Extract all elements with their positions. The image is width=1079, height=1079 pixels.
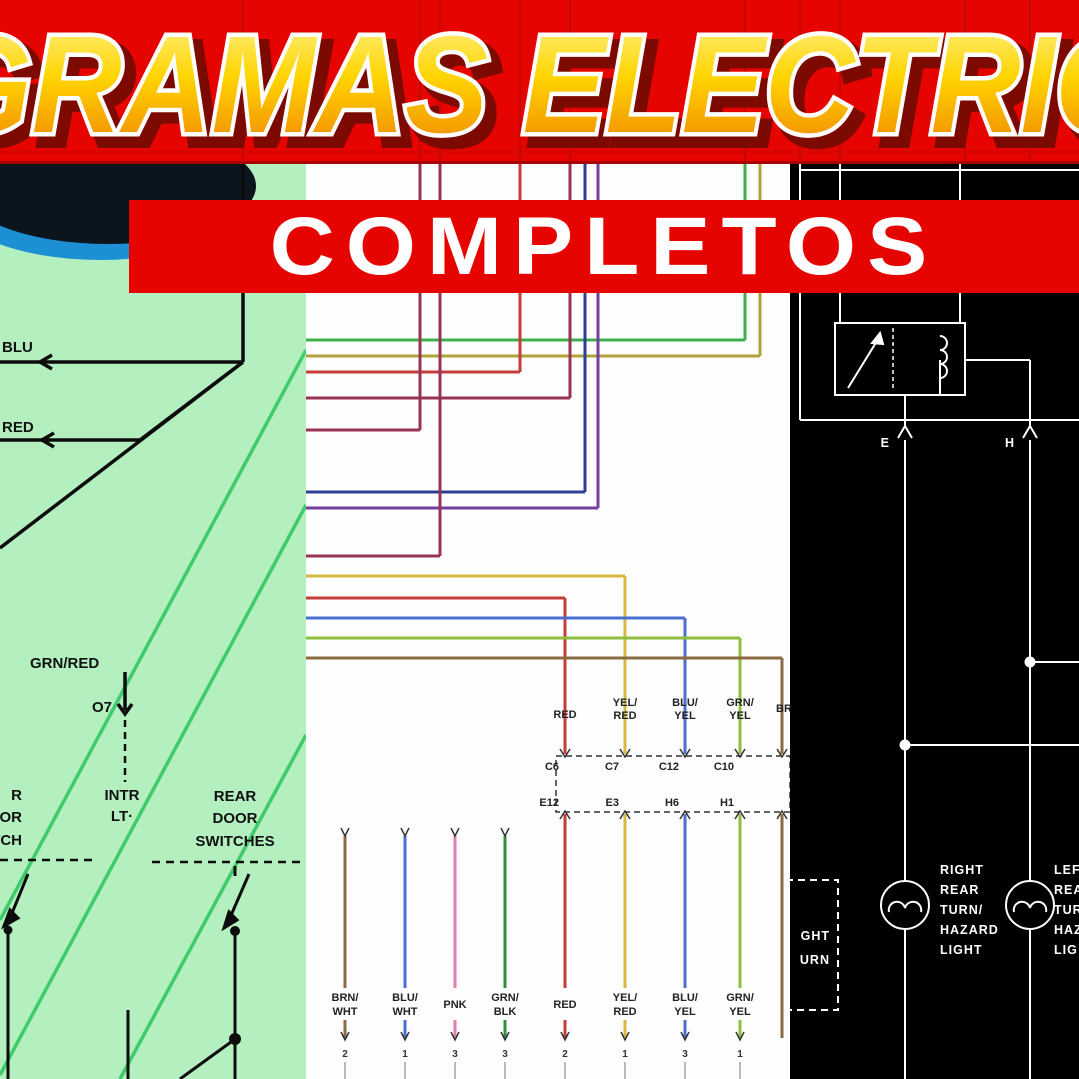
right-lamp-label-4: HAZARD xyxy=(940,923,999,937)
mid-wire-label-red: RED xyxy=(553,709,576,721)
left-lamp-label-3: TUR xyxy=(1054,903,1079,917)
subtitle-text: COMPLETOS xyxy=(269,200,939,292)
intr-lt-label-2: LT· xyxy=(111,808,133,825)
left-lamp-label-1: LEF xyxy=(1054,863,1079,877)
conn-label-e12: E12 xyxy=(539,797,559,809)
pin-number-4: 3 xyxy=(502,1049,508,1060)
pin-number-1: 2 xyxy=(342,1049,348,1060)
bottom-label-grnblk-2: BLK xyxy=(494,1006,517,1018)
bottom-label-brnwht-2: WHT xyxy=(332,1006,357,1018)
wire-label-blu: BLU xyxy=(2,339,33,356)
conn-label-e3: E3 xyxy=(606,797,619,809)
bottom-label-grnyel-1: GRN/ xyxy=(726,992,754,1004)
pin-label-e: E xyxy=(881,436,890,450)
dashed-box-label-2: URN xyxy=(800,953,830,967)
pin-label-o7: O7 xyxy=(92,699,112,716)
intr-lt-label-1: INTR xyxy=(105,787,140,804)
mid-wire-label-bluyel-1: BLU/ xyxy=(672,697,698,709)
middle-diagram-panel: RED YEL/ RED BLU/ YEL GRN/ YEL BR C6 C7 … xyxy=(306,0,790,1079)
cropped-dashed-box xyxy=(790,879,839,1011)
bottom-label-brnwht-1: BRN/ xyxy=(332,992,359,1004)
mid-wire-label-yelred-2: RED xyxy=(613,710,636,722)
bottom-label-yelred-2: RED xyxy=(613,1006,636,1018)
pin-label-h: H xyxy=(1005,436,1015,450)
bottom-label-pnk: PNK xyxy=(443,999,466,1011)
middle-diagram-art: RED YEL/ RED BLU/ YEL GRN/ YEL BR C6 C7 … xyxy=(306,163,790,1079)
pin-number-2: 1 xyxy=(402,1049,408,1060)
left-lamp-label-2: REA xyxy=(1054,883,1079,897)
door-switch-icons xyxy=(1,866,251,1079)
conn-label-c6: C6 xyxy=(545,761,559,773)
bottom-label-grnblk-1: GRN/ xyxy=(491,992,519,1004)
rear-door-label-1: REAR xyxy=(214,788,257,805)
turn-lamp-icons xyxy=(880,880,1055,1079)
right-diagram-art: E H RIGHT REAR TURN/ HAZARD LIGHT LEF RE… xyxy=(790,163,1079,1079)
pin-number-6: 1 xyxy=(622,1049,628,1060)
left-lamp-label-4: HAZ xyxy=(1054,923,1079,937)
bottom-label-backs xyxy=(325,988,760,1020)
connector-box xyxy=(340,748,790,1079)
pin-number-7: 3 xyxy=(682,1049,688,1060)
right-lamp-label-1: RIGHT xyxy=(940,863,984,877)
conn-label-c12: C12 xyxy=(659,761,679,773)
lamp-circuit-wires xyxy=(897,359,1079,881)
bottom-label-bluyel-1: BLU/ xyxy=(672,992,698,1004)
cropped-label-1: R xyxy=(11,787,22,804)
bottom-label-bluwht-1: BLU/ xyxy=(392,992,418,1004)
pin-number-3: 3 xyxy=(452,1049,458,1060)
conn-label-h1: H1 xyxy=(720,797,734,809)
pin-number-5: 2 xyxy=(562,1049,568,1060)
right-lamp-label-5: LIGHT xyxy=(940,943,983,957)
bottom-label-yelred-1: YEL/ xyxy=(613,992,637,1004)
right-lamp-label-3: TURN/ xyxy=(940,903,983,917)
bottom-label-grnyel-2: YEL xyxy=(729,1006,751,1018)
right-lamp-label-2: REAR xyxy=(940,883,979,897)
conn-label-c7: C7 xyxy=(605,761,619,773)
dashed-box-label-1: GHT xyxy=(801,929,830,943)
left-lamp-label-5: LIG xyxy=(1054,943,1078,957)
mid-wire-label-grnyel-2: YEL xyxy=(729,710,751,722)
rear-door-label-3: SWITCHES xyxy=(195,833,274,850)
conn-label-h6: H6 xyxy=(665,797,679,809)
cropped-label-2: OR xyxy=(0,809,22,826)
green-diagonal-wires xyxy=(0,349,306,1079)
bottom-label-red: RED xyxy=(553,999,576,1011)
cropped-label-3: TCH xyxy=(0,832,22,849)
mid-wire-label-yelred-1: YEL/ xyxy=(613,697,637,709)
mid-wire-label-cropped: BR xyxy=(776,703,790,715)
mid-wire-label-bluyel-2: YEL xyxy=(674,710,696,722)
right-diagram-panel: E H RIGHT REAR TURN/ HAZARD LIGHT LEF RE… xyxy=(790,0,1079,1079)
rear-door-label-2: DOOR xyxy=(213,810,258,827)
bottom-label-bluwht-2: WHT xyxy=(392,1006,417,1018)
pin-number-8: 1 xyxy=(737,1049,743,1060)
banner-grid-showthrough xyxy=(0,0,1079,161)
bottom-label-bluyel-2: YEL xyxy=(674,1006,696,1018)
left-diagram-panel: BLU RED GRN/RED O7 INTR LT· R OR TCH REA… xyxy=(0,0,306,1079)
mid-wire-label-grnyel-1: GRN/ xyxy=(726,697,754,709)
wire-label-red: RED xyxy=(2,419,34,436)
wire-label-grn-red: GRN/RED xyxy=(30,655,99,672)
conn-label-c10: C10 xyxy=(714,761,734,773)
subtitle-banner: COMPLETOS xyxy=(129,200,1079,293)
